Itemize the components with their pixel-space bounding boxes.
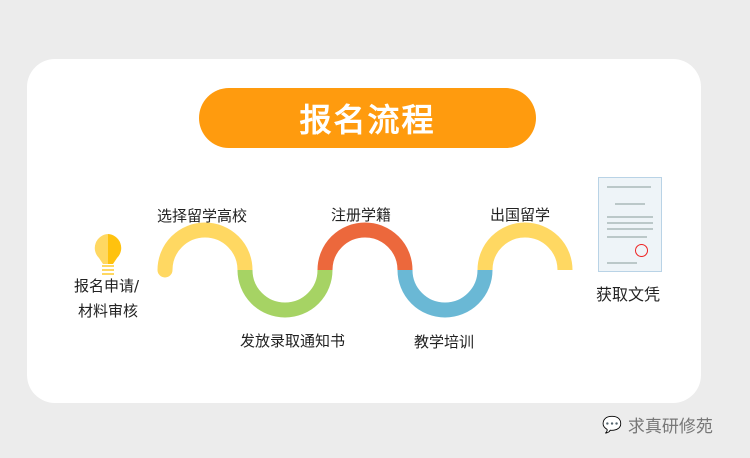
step-training-label: 教学培训 [414,333,475,351]
step-select-school-label: 选择留学高校 [157,207,248,225]
wave-segment-abroad [477,222,573,271]
step-apply-label: 报名申请/ [74,277,140,295]
step-admission-label: 发放录取通知书 [240,332,346,350]
lightbulb-icon [94,234,122,275]
wechat-icon: 💬 [602,415,622,434]
step-abroad-label: 出国留学 [490,206,551,224]
step-register-label: 注册学籍 [331,206,392,224]
page-title: 报名流程 [199,88,536,148]
step-diploma-label: 获取文凭 [596,285,661,304]
wave-segment-register [317,222,413,271]
wave-segment-admission [237,269,333,318]
wave-segment-select-school [157,222,253,278]
wave-segment-training [397,269,493,318]
watermark: 💬 求真研修苑 [602,412,713,437]
watermark-text: 求真研修苑 [627,417,713,437]
step-apply-label-2: 材料审核 [78,302,139,320]
certificate-icon [598,177,662,272]
